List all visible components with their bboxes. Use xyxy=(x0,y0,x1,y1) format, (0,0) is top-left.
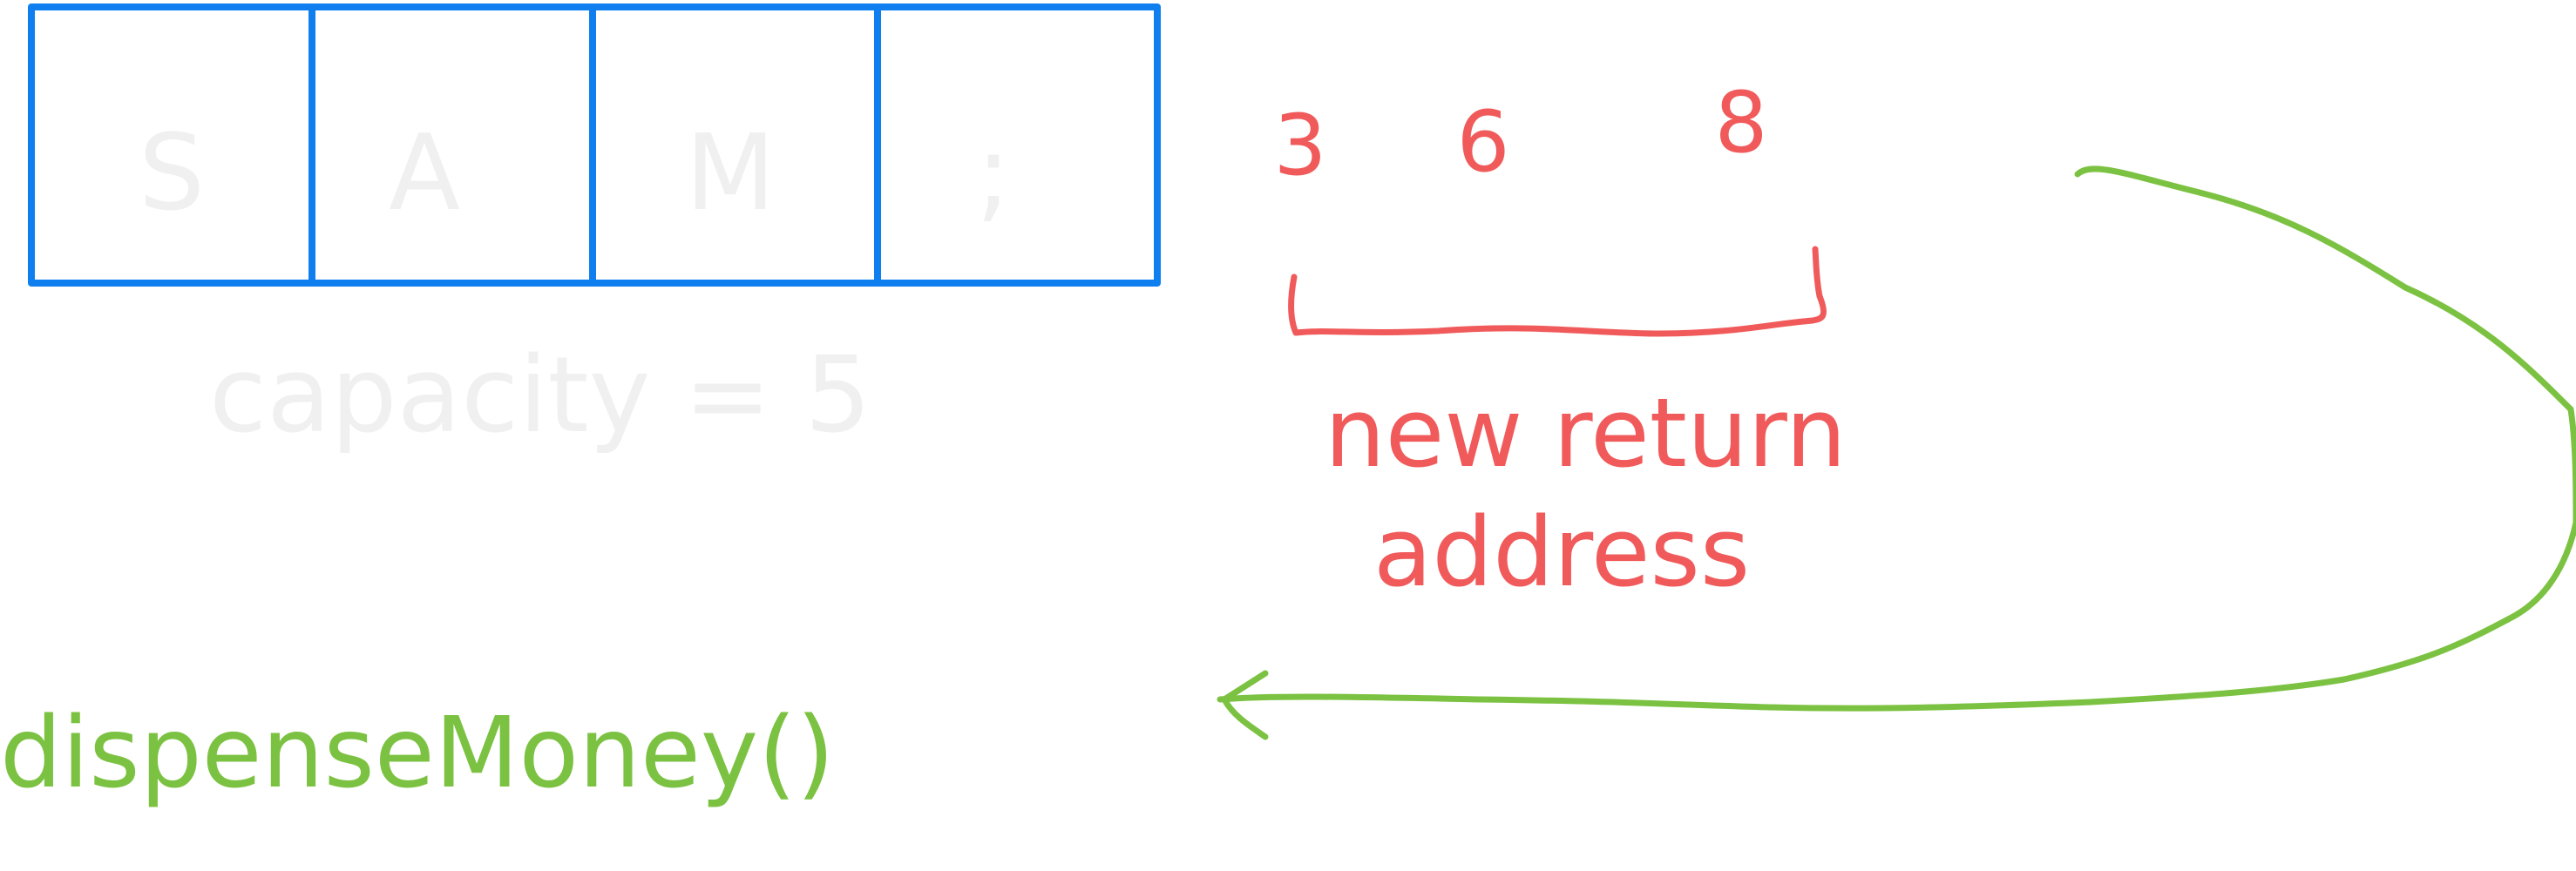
arrow-head xyxy=(1221,670,1269,740)
memory-array: S A M ; capacity = 5 xyxy=(28,3,1161,456)
return-address-label-line2: address xyxy=(1373,496,1750,608)
capacity-note: capacity = 5 xyxy=(209,335,871,456)
grouping-bracket xyxy=(1287,246,1827,337)
byte-value-0: 3 xyxy=(1273,97,1326,194)
array-cell-3-char: ; xyxy=(976,113,1011,234)
byte-value-1: 6 xyxy=(1456,93,1509,191)
function-name: dispenseMoney() xyxy=(0,697,835,810)
array-cell-2-char: M xyxy=(685,113,776,234)
return-address-label-line1: new return xyxy=(1325,377,1847,489)
byte-value-2: 8 xyxy=(1714,74,1767,172)
jump-arrow xyxy=(1217,165,2576,740)
array-cell-3-box xyxy=(874,3,1161,287)
return-address-bytes: 3 6 8 new return address xyxy=(1273,74,1846,608)
array-cell-0-char: S xyxy=(139,113,205,234)
arrow-curve-lower xyxy=(1217,406,2576,712)
array-cell-1-char: A xyxy=(389,113,460,234)
arrow-curve xyxy=(2074,165,2574,413)
